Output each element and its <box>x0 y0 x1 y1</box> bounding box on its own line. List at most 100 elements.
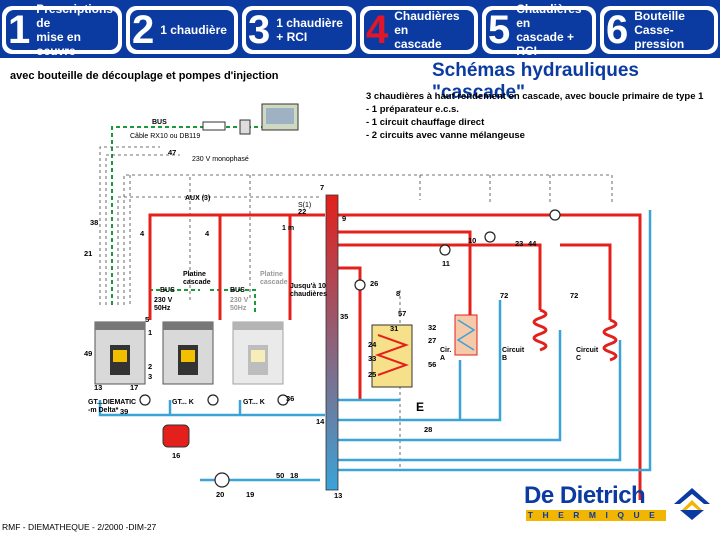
power-label: 230 V monophasé <box>192 156 249 163</box>
boiler-3-label: GT... K <box>243 399 265 406</box>
number-11: 11 <box>442 259 450 268</box>
bus-label-3: BUS <box>230 287 245 294</box>
number-44: 44 <box>528 239 537 248</box>
tab-label: 1 chaudière + RCI <box>276 16 343 44</box>
pumps <box>139 209 561 488</box>
boiler-3 <box>232 321 284 385</box>
number-4: 4 <box>140 229 145 238</box>
number-21: 21 <box>84 249 92 258</box>
bus-device <box>202 121 226 131</box>
description-item: - 1 circuit chauffage direct <box>366 117 485 128</box>
boiler-2 <box>162 321 214 385</box>
s-label: S(1) <box>298 202 311 209</box>
expansion-vessel <box>162 424 190 448</box>
number-31: 31 <box>390 324 398 333</box>
logo-subtitle: THERMIQUE <box>527 510 665 520</box>
tab-2[interactable]: 2 1 chaudière <box>126 6 238 54</box>
number-56: 56 <box>428 360 436 369</box>
boiler-1 <box>94 321 146 385</box>
tab-number: 5 <box>488 8 511 52</box>
number-13: 13 <box>94 383 102 392</box>
number-5: 5 <box>145 315 149 324</box>
storage-tank <box>371 324 413 388</box>
number-8: 8 <box>396 289 400 298</box>
tab-label: Bouteille Casse-pression <box>634 9 685 51</box>
description-item: - 2 circuits avec vanne mélangeuse <box>366 130 525 141</box>
computer-screen <box>266 108 294 124</box>
description-intro: 3 chaudières à haut rendement en cascade… <box>366 91 704 102</box>
number-39: 39 <box>120 407 128 416</box>
hot-supply-lines <box>148 213 642 500</box>
number-3: 3 <box>148 372 152 381</box>
number-10: 10 <box>468 236 476 245</box>
logo-name: De Dietrich <box>524 482 646 509</box>
number-47: 47 <box>168 148 176 157</box>
number-13b: 13 <box>334 491 342 500</box>
tab-label: Chaudières en cascade <box>394 9 460 51</box>
one-m-label: 1 m <box>282 225 294 232</box>
footer-text: RMF - DIEMATHEQUE - 2/2000 -DIM-27 <box>2 522 157 532</box>
e-label: E <box>416 400 424 414</box>
logo-band <box>526 510 666 521</box>
number-28: 28 <box>424 425 432 434</box>
number-72b: 72 <box>570 291 578 300</box>
decoupling-bottle <box>325 194 339 491</box>
radiator-a <box>454 314 478 356</box>
number-24: 24 <box>368 340 377 349</box>
tab-label: 1 chaudière <box>160 23 227 37</box>
number-17: 17 <box>130 383 138 392</box>
number-25: 25 <box>368 370 376 379</box>
number-36: 36 <box>286 394 294 403</box>
component-numbers: 38 21 47 7 22 4 4 9 35 26 8 57 31 32 27 … <box>84 148 578 500</box>
number-32: 32 <box>428 323 436 332</box>
number-35: 35 <box>340 312 348 321</box>
boiler-1-label: GT...DIEMATIC-m Delta* <box>88 399 136 414</box>
number-50: 50 <box>276 471 284 480</box>
number-26: 26 <box>370 279 378 288</box>
number-14: 14 <box>316 417 325 426</box>
number-38: 38 <box>90 218 98 227</box>
description-block: 3 chaudières à haut rendement en cascade… <box>366 90 703 142</box>
tab-number: 1 <box>8 8 31 52</box>
tab-number: 2 <box>132 8 155 52</box>
cable-label: Câble RX10 ou DB119 <box>130 133 200 140</box>
number-7: 7 <box>320 183 324 192</box>
tab-number: 6 <box>606 8 629 52</box>
aux-lines <box>99 146 613 470</box>
boiler-2-label: GT... K <box>172 399 194 406</box>
tab-label: Chaudières en cascade + RCI <box>516 2 582 58</box>
brand-logo: De Dietrich THERMIQUE <box>522 480 718 526</box>
cold-return-lines <box>98 210 652 482</box>
tab-number: 4 <box>366 8 389 52</box>
number-22: 22 <box>298 207 306 216</box>
circuit-coils <box>532 308 618 362</box>
tab-number: 3 <box>248 8 271 52</box>
description-item: - 1 préparateur e.c.s. <box>366 104 459 115</box>
tab-label: Prescriptions de mise en oeuvre <box>36 2 113 58</box>
bus-label: BUS <box>152 119 167 126</box>
number-16: 16 <box>172 451 180 460</box>
number-2: 2 <box>148 362 152 371</box>
circuit-a-label: Cir.A <box>440 347 451 362</box>
number-23: 23 <box>515 239 523 248</box>
number-1: 1 <box>148 328 152 337</box>
number-33: 33 <box>368 354 376 363</box>
number-57: 57 <box>398 309 406 318</box>
number-19: 19 <box>246 490 254 499</box>
logo-mark-icon <box>674 488 710 520</box>
number-49: 49 <box>84 349 92 358</box>
